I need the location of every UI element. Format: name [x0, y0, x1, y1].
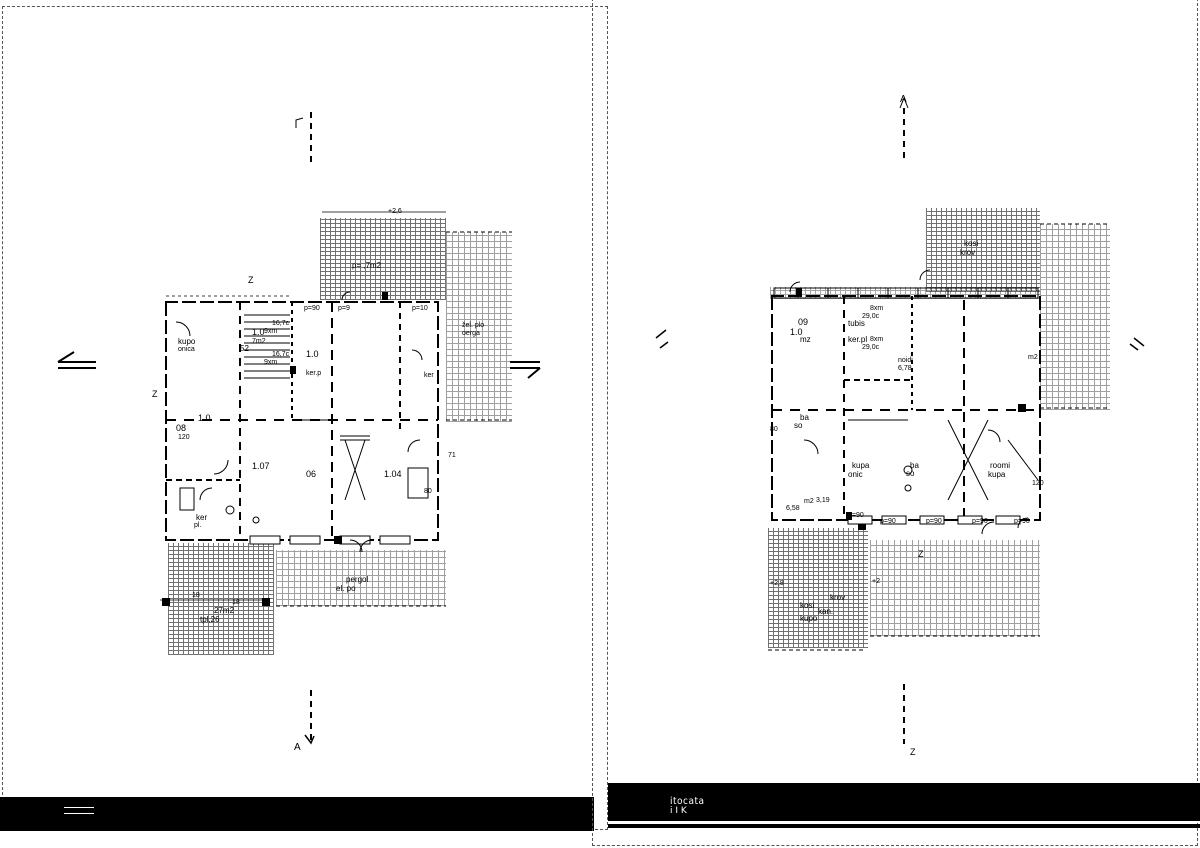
- right-title-block: itocata i I K: [608, 783, 1200, 821]
- label-658: 6,58: [786, 505, 800, 512]
- roof-hatch-bottom: [768, 528, 868, 648]
- label-elev-right-2: +2: [872, 578, 880, 585]
- section-mark-bottom: A: [294, 742, 301, 753]
- label-roof-2: krov: [960, 248, 976, 257]
- label-pergola-2: oerga: [462, 330, 480, 337]
- label-door-3: p=10: [412, 305, 428, 312]
- label-m2-right: m2: [1028, 354, 1038, 361]
- label-678: 6,78: [898, 365, 912, 372]
- label-dim-18-b: 18: [232, 599, 240, 606]
- label-room-number-5: 1.07: [252, 461, 270, 471]
- label-stair-3: 52: [240, 344, 249, 353]
- label-room-bath-2: onica: [178, 346, 195, 353]
- label-bath-2b: so: [906, 469, 915, 478]
- label-elevation: +2,6: [388, 208, 402, 215]
- terrace-hatch-top: [320, 218, 446, 300]
- label-stair-4: 16,7c: [272, 351, 290, 358]
- label-door-2: p=9: [338, 305, 350, 312]
- label-z-right-mid: Z: [918, 549, 924, 559]
- label-door-r5: p=90: [1014, 518, 1030, 525]
- label-room-09: 09: [798, 317, 809, 327]
- pergola-grid-right: [1040, 224, 1110, 410]
- label-dimension-71: 71: [448, 452, 456, 459]
- label-ceramic: ker.p: [306, 370, 322, 377]
- label-terrace-area-2: 27m2: [214, 606, 235, 615]
- label-kupa: kupa: [852, 461, 870, 470]
- label-terrace-area: p= ,7m2: [352, 261, 382, 270]
- label-onic: onic: [848, 470, 863, 479]
- label-room-number-6: 06: [306, 469, 317, 479]
- label-door-r3: p=90: [926, 518, 942, 525]
- label-roof-3: krov: [830, 593, 846, 602]
- label-dim-80-right: 80: [770, 426, 778, 433]
- label-room-tubis: tubis: [848, 319, 865, 328]
- label-dim-120-right: 120: [1032, 480, 1044, 487]
- label-door-r2: p=90: [880, 518, 896, 525]
- label-dim-18-a: 18: [192, 592, 200, 599]
- label-kupa-2: kupa: [988, 470, 1006, 479]
- label-room-number-7: 1.04: [384, 469, 402, 479]
- label-z-top: Z: [248, 275, 254, 285]
- label-z-left: Z: [152, 389, 158, 399]
- label-tiles: pl.: [194, 522, 202, 529]
- label-elev-right-1: +2,8: [770, 580, 784, 587]
- label-roof-4: kosi: [800, 601, 815, 610]
- label-pergola-1: žel. plo: [462, 322, 485, 329]
- label-beam-2b: 29,0c: [862, 344, 880, 351]
- label-stair-5: 9xm: [264, 359, 278, 366]
- label-bath-2: ba: [910, 461, 919, 470]
- label-mz: mz: [800, 335, 811, 344]
- pergola-grid-bottom: [276, 550, 446, 606]
- left-sheet: +2,6 p= ,7m2 p=90 p=9 p=10 kupo onica 1.…: [0, 6, 608, 831]
- pergola-grid: [446, 232, 512, 422]
- right-title-line2: i I K: [670, 806, 687, 816]
- label-roof-5: kan.: [818, 607, 834, 616]
- label-bath-1: ba: [800, 413, 809, 422]
- left-floorplan-drawing: [57, 112, 541, 745]
- right-title-line1: itocata: [670, 796, 705, 807]
- label-beam-2: 8xm: [870, 336, 884, 343]
- right-title-rule: [608, 824, 1200, 828]
- label-room-right: roomi: [990, 461, 1011, 470]
- section-mark-top: A: [900, 94, 907, 105]
- label-beam-1b: 29,0c: [862, 313, 880, 320]
- terrace-hatch-bottom: [168, 543, 274, 655]
- label-noidi: noidi: [898, 357, 913, 364]
- label-room-area-1: 7m2: [252, 338, 266, 345]
- label-door-1: p=90: [304, 305, 320, 312]
- right-sheet: itocata i I K: [592, 0, 1200, 848]
- roof-hatch-top: [926, 208, 1040, 292]
- label-stair-2: 9xm: [264, 328, 278, 335]
- label-el-po: el. po: [336, 584, 356, 593]
- label-ceramic-right: ker.pl: [848, 335, 868, 344]
- label-room-number-1: 1.0: [252, 327, 265, 337]
- right-floorplan-drawing: [655, 96, 1145, 744]
- label-ceramic-2: ker: [424, 372, 434, 379]
- label-z-right-bottom: Z: [910, 747, 916, 757]
- right-sheet-frame: [592, 0, 1198, 846]
- label-room-1-0-right: 1.0: [790, 327, 803, 337]
- label-door-r4: p=90: [972, 518, 988, 525]
- label-beam-1: 8xm: [870, 305, 884, 312]
- left-title-block-marks: [64, 805, 98, 817]
- label-dimension-80: 80: [424, 488, 432, 495]
- label-room-number-3: 1.0: [198, 413, 211, 423]
- label-roof-6: kupo: [800, 614, 818, 623]
- label-door-r1: p=90: [848, 512, 864, 519]
- label-room-number-2: 1.0: [306, 349, 319, 359]
- label-terrace-tiles: tpl,26: [200, 615, 220, 624]
- label-dimension-120: 120: [178, 434, 190, 441]
- label-roof-1: kosi: [964, 239, 979, 248]
- left-title-block: [0, 797, 594, 831]
- label-bath-1b: so: [794, 421, 803, 430]
- label-room-bath: kupo: [178, 337, 196, 346]
- label-stair-1: 16,7c: [272, 320, 290, 327]
- label-319: 3,19: [816, 497, 830, 504]
- pergola-grid-right-bottom: [870, 540, 1040, 636]
- label-m2-2: m2: [804, 498, 814, 505]
- label-room-number-4: 08: [176, 423, 187, 433]
- label-pergola-bottom: pergol: [346, 575, 369, 584]
- label-ceramic-3: ker: [196, 513, 208, 522]
